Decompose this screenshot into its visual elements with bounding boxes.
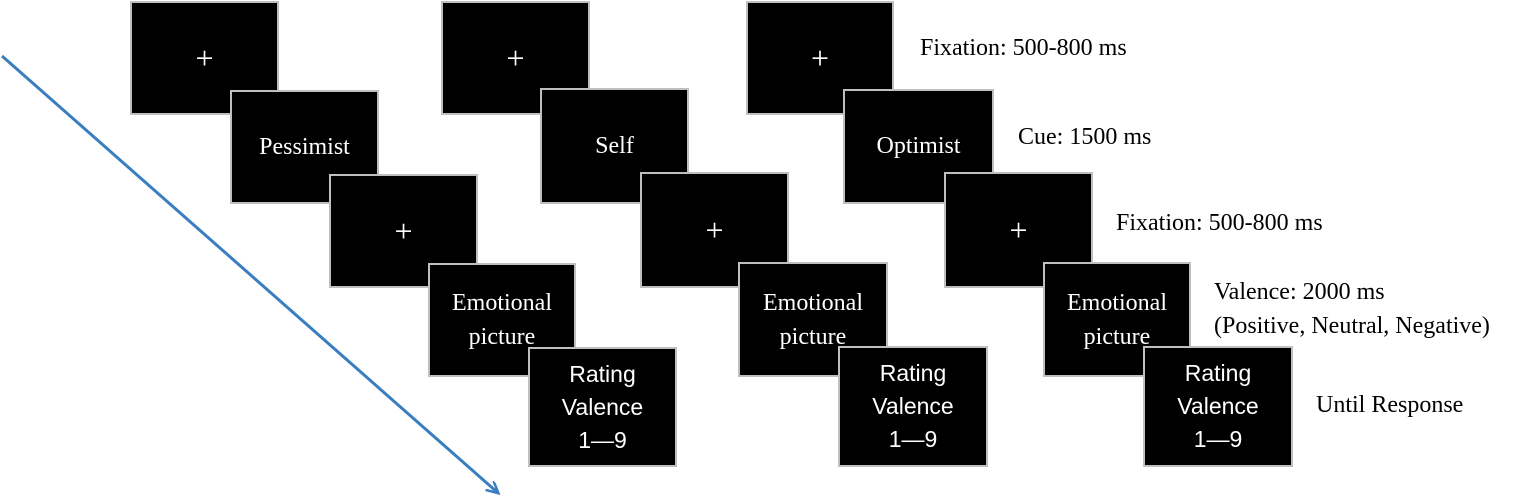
fixation-cross: + (506, 40, 525, 76)
rating-scale: 1—9 (578, 426, 627, 453)
valence-label: Valence: 2000 ms (1214, 279, 1385, 305)
rating-screen: Rating Valence 1—9 (528, 347, 677, 467)
cue-text: Self (595, 132, 634, 159)
response-label: Until Response (1316, 392, 1464, 418)
rating-screen: Rating Valence 1—9 (838, 346, 988, 467)
fixation-1-label: Fixation: 500-800 ms (920, 35, 1127, 61)
picture-line: picture (468, 324, 536, 350)
picture-line: picture (779, 323, 847, 350)
fixation-cross: + (810, 40, 830, 76)
cue-text: Optimist (876, 133, 961, 159)
fixation-2-label: Fixation: 500-800 ms (1116, 210, 1323, 236)
rating-scale: 1—9 (1193, 426, 1243, 452)
picture-line: Emotional (1067, 289, 1167, 316)
fixation-cross: + (1009, 212, 1028, 248)
picture-line: Emotional (452, 290, 552, 316)
rating-line: Rating (879, 360, 947, 386)
fixation-screen-2: + (329, 174, 478, 288)
rating-line: Valence (1177, 393, 1259, 419)
fixation-cross: + (195, 40, 214, 76)
picture-line: picture (1083, 323, 1151, 350)
valence-categories-label: (Positive, Neutral, Negative) (1214, 313, 1490, 339)
cue-label: Cue: 1500 ms (1018, 124, 1152, 150)
rating-line: Rating (1184, 360, 1252, 386)
rating-line: Valence (872, 393, 954, 419)
rating-line: Rating (569, 360, 636, 387)
rating-line: Valence (561, 393, 644, 420)
fixation-cross: + (705, 212, 724, 248)
cue-text: Pessimist (259, 133, 350, 160)
rating-screen: Rating Valence 1—9 (1143, 346, 1293, 467)
rating-scale: 1—9 (888, 426, 938, 452)
picture-line: Emotional (763, 289, 863, 316)
fixation-cross: + (394, 213, 413, 249)
